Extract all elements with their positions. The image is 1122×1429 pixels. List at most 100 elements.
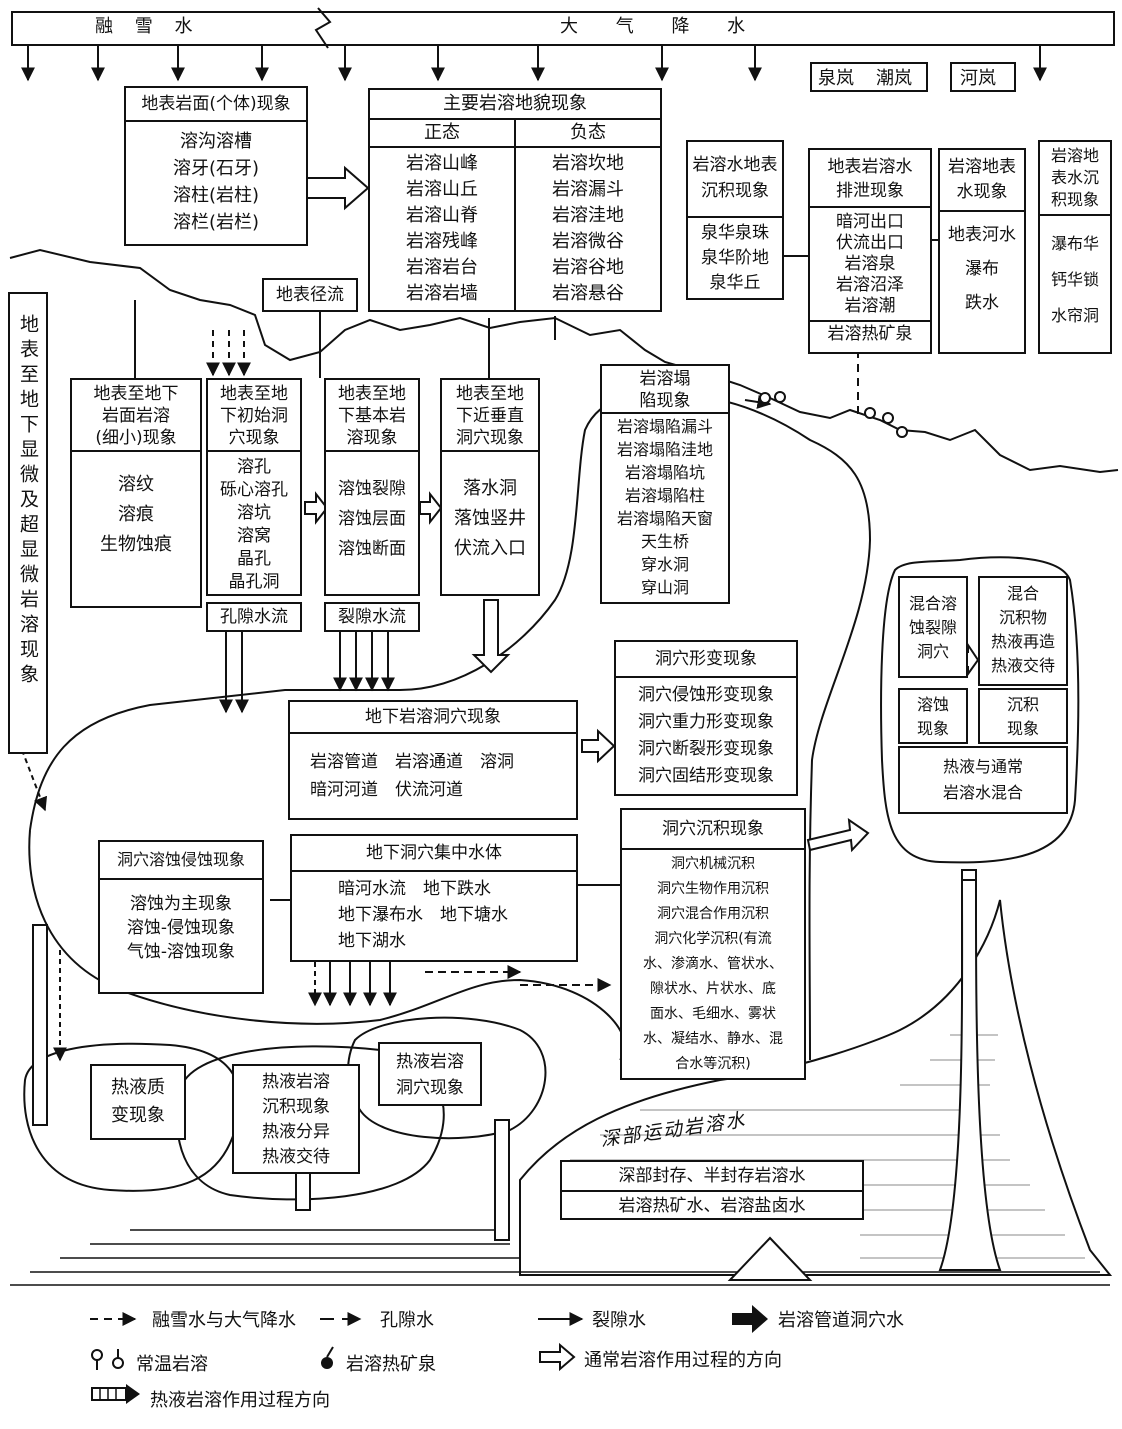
mixed-bottom-box: 热液与通常 岩溶水混合 xyxy=(898,746,1068,814)
surface-sediment-item: 泉华阶地 xyxy=(688,246,782,271)
top-snowmelt-label: 融 雪 水 xyxy=(95,15,200,38)
surface-rock-item: 溶栏(岩栏) xyxy=(126,209,306,236)
cave-erosion-item: 气蚀-溶蚀现象 xyxy=(100,940,262,964)
drainage-thermal: 岩溶热矿泉 xyxy=(810,322,930,346)
cave-sediment-item: 洞穴化学沉积(有流 xyxy=(622,927,804,952)
deep-storage-line2: 岩溶热矿水、岩溶盐卤水 xyxy=(562,1192,862,1220)
landform-positive-item: 岩溶山峰 xyxy=(370,151,514,177)
micro-box: 地表至地下 岩面岩溶 (细小)现象 溶纹 溶痕 生物蚀痕 xyxy=(70,378,202,608)
water-body-box: 地下洞穴集中水体 暗河水流 地下跌水 地下瀑布水 地下塘水 地下湖水 xyxy=(290,834,578,962)
spring-symbols xyxy=(760,392,907,437)
cave-sediment-item: 合水等沉积) xyxy=(622,1052,804,1077)
drainage-item: 岩溶泉 xyxy=(810,254,930,275)
surface-rock-item: 溶柱(岩柱) xyxy=(126,182,306,209)
vertical-cave-box: 地表至地 下近垂直 洞穴现象 落水洞 落蚀竖井 伏流入口 xyxy=(440,378,540,596)
legend-normal-spring-symbol xyxy=(92,1349,123,1370)
surface-water-item: 跌水 xyxy=(940,286,1024,320)
surface-rock-title: 地表岩面(个体)现象 xyxy=(126,88,306,122)
hydro-cave-box: 热液岩溶 洞穴现象 xyxy=(378,1042,482,1106)
cave-erosion-title: 洞穴溶蚀侵蚀现象 xyxy=(100,842,262,880)
collapse-item: 天生桥 xyxy=(602,530,728,553)
initial-item: 溶孔 xyxy=(208,456,300,479)
landform-negative-item: 岩溶漏斗 xyxy=(516,177,660,203)
legend-thermal-dir-label: 热液岩溶作用过程方向 xyxy=(150,1386,330,1412)
thermal-cone-small xyxy=(730,1238,810,1280)
landform-positive-item: 岩溶岩台 xyxy=(370,255,514,281)
initial-title: 地表至地 下初始洞 穴现象 xyxy=(208,380,300,452)
landform-negative-item: 岩溶悬谷 xyxy=(516,281,660,307)
drainage-item: 岩溶潮 xyxy=(810,296,930,317)
legend-thermal-spring-symbol xyxy=(321,1347,333,1369)
surface-sediment-item: 泉华泉珠 xyxy=(688,221,782,246)
micro-item: 溶痕 xyxy=(72,500,200,530)
water-body-line: 地下瀑布水 地下塘水 xyxy=(338,902,576,928)
water-body-line: 地下湖水 xyxy=(338,928,576,954)
legend-pipe-symbol xyxy=(732,1305,768,1333)
top-precipitation-label: 大 气 降 水 xyxy=(560,15,761,38)
cave-sediment-title: 洞穴沉积现象 xyxy=(622,810,804,850)
cave-erosion-box: 洞穴溶蚀侵蚀现象 溶蚀为主现象 溶蚀-侵蚀现象 气蚀-溶蚀现象 xyxy=(98,840,264,994)
surface-rock-box: 地表岩面(个体)现象 溶沟溶槽 溶牙(石牙) 溶柱(岩柱) 溶栏(岩栏) xyxy=(124,86,308,246)
runoff-box: 地表径流 xyxy=(262,278,358,312)
surface-sediment-title: 岩溶水地表 沉积现象 xyxy=(688,142,782,218)
thermal-cone-right xyxy=(940,880,1000,1270)
underground-cave-line: 暗河河道 伏流河道 xyxy=(310,776,576,804)
fissure-flow-box: 裂隙水流 xyxy=(324,602,420,632)
surface-sediment-box: 岩溶水地表 沉积现象 泉华泉珠 泉华阶地 泉华丘 xyxy=(686,140,784,300)
surface-water-box: 岩溶地表 水现象 地表河水 瀑布 跌水 xyxy=(938,148,1026,354)
cave-sediment-box: 洞穴沉积现象 洞穴机械沉积 洞穴生物作用沉积 洞穴混合作用沉积 洞穴化学沉积(有… xyxy=(620,808,806,1080)
cave-sediment-item: 水、渗滴水、管状水、 xyxy=(622,952,804,977)
initial-item: 晶孔 xyxy=(208,548,300,571)
landform-positive-item: 岩溶残峰 xyxy=(370,229,514,255)
legend-fissure-label: 裂隙水 xyxy=(592,1306,646,1332)
underground-cave-box: 地下岩溶洞穴现象 岩溶管道 岩溶通道 溶洞 暗河河道 伏流河道 xyxy=(288,700,578,820)
basic-item: 溶蚀层面 xyxy=(326,504,418,534)
surface-rock-item: 溶沟溶槽 xyxy=(126,128,306,155)
river-tide-label: 河岚 xyxy=(960,67,996,90)
arrow-to-landform xyxy=(305,168,368,208)
basic-title: 地表至地 下基本岩 溶现象 xyxy=(326,380,418,452)
tides-box: 泉岚 潮岚 xyxy=(810,62,928,92)
collapse-item: 岩溶塌陷漏斗 xyxy=(602,415,728,438)
drainage-title: 地表岩溶水 排泄现象 xyxy=(810,150,930,208)
underground-cave-line: 岩溶管道 岩溶通道 溶洞 xyxy=(310,748,576,776)
landform-positive-item: 岩溶山脊 xyxy=(370,203,514,229)
surface-rock-items: 溶沟溶槽 溶牙(石牙) 溶柱(岩柱) 溶栏(岩栏) xyxy=(126,128,306,236)
surface-water-sediment-box: 岩溶地 表水沉 积现象 瀑布华 钙华锁 水帘洞 xyxy=(1038,140,1112,354)
hydro-meta-box: 热液质 变现象 xyxy=(90,1064,186,1140)
mixed-left-box: 混合溶 蚀裂隙 洞穴 xyxy=(898,576,968,678)
vertical-label: 地表至地下显微及超显微岩溶现象 xyxy=(16,314,40,689)
top-bar-break xyxy=(316,8,330,48)
surface-water-sediment-item: 钙华锁 xyxy=(1040,262,1110,298)
landform-positive-title: 正态 xyxy=(370,120,514,148)
landform-box: 主要岩溶地貌现象 正态 岩溶山峰 岩溶山丘 岩溶山脊 岩溶残峰 岩溶岩台 岩溶岩… xyxy=(368,88,662,312)
surface-water-sediment-item: 瀑布华 xyxy=(1040,226,1110,262)
surface-water-title: 岩溶地表 水现象 xyxy=(940,150,1024,212)
collapse-item: 穿水洞 xyxy=(602,553,728,576)
landform-positive-col: 正态 岩溶山峰 岩溶山丘 岩溶山脊 岩溶残峰 岩溶岩台 岩溶岩墙 xyxy=(370,120,516,312)
tidal-tide-label: 潮岚 xyxy=(876,67,912,90)
surface-water-item: 地表河水 xyxy=(940,218,1024,252)
micro-title: 地表至地下 岩面岩溶 (细小)现象 xyxy=(72,380,200,452)
micro-item: 生物蚀痕 xyxy=(72,530,200,560)
water-body-line: 暗河水流 地下跌水 xyxy=(338,876,576,902)
legend-normal-dir-label: 通常岩溶作用过程的方向 xyxy=(584,1346,782,1372)
landform-negative-item: 岩溶微谷 xyxy=(516,229,660,255)
cave-deform-item: 洞穴断裂形变现象 xyxy=(616,736,796,763)
deep-storage-box: 深部封存、半封存岩溶水 岩溶热矿水、岩溶盐卤水 xyxy=(560,1160,864,1220)
collapse-item: 岩溶塌陷柱 xyxy=(602,484,728,507)
basic-item: 溶蚀断面 xyxy=(326,534,418,564)
initial-box: 地表至地 下初始洞 穴现象 溶孔 砾心溶孔 溶坑 溶窝 晶孔 晶孔洞 xyxy=(206,378,302,596)
river-tide-box: 河岚 xyxy=(950,62,1016,92)
vertical-cave-item: 落蚀竖井 xyxy=(442,504,538,534)
surface-water-sediment-title: 岩溶地 表水沉 积现象 xyxy=(1040,142,1110,216)
mixed-deposit-box: 沉积 现象 xyxy=(978,688,1068,744)
drainage-box: 地表岩溶水 排泄现象 暗河出口 伏流出口 岩溶泉 岩溶沼泽 岩溶潮 岩溶热矿泉 xyxy=(808,148,932,354)
cave-deform-item: 洞穴固结形变现象 xyxy=(616,763,796,790)
cave-sediment-item: 洞穴机械沉积 xyxy=(622,852,804,877)
cave-sediment-item: 面水、毛细水、雾状 xyxy=(622,1002,804,1027)
pore-flow-box: 孔隙水流 xyxy=(206,602,302,632)
vertical-cave-title: 地表至地 下近垂直 洞穴现象 xyxy=(442,380,538,452)
mixed-corrosion-box: 溶蚀 现象 xyxy=(898,688,968,744)
collapse-item: 穿山洞 xyxy=(602,576,728,599)
